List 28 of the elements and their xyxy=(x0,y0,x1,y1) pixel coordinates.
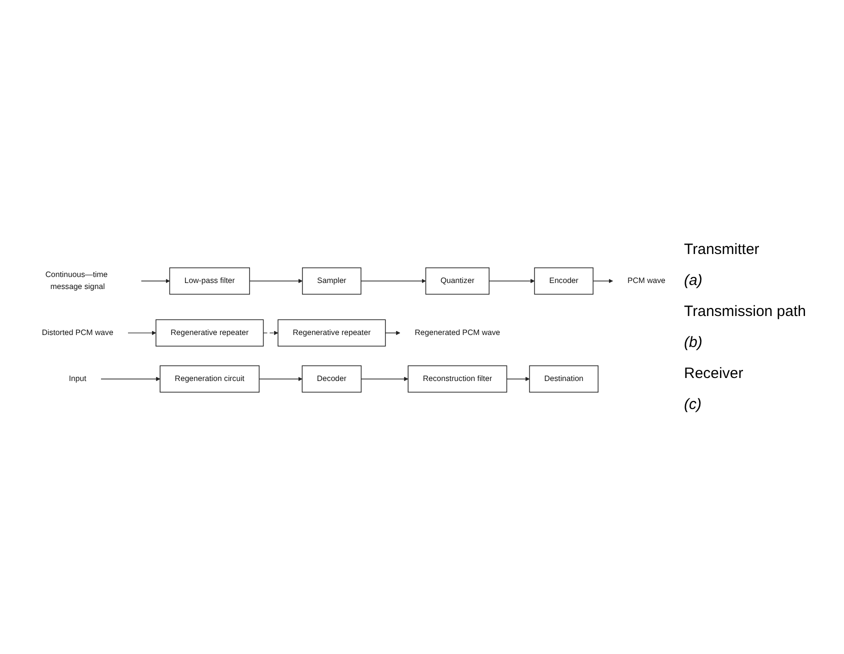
arrow xyxy=(488,278,535,284)
section-label: Transmission path xyxy=(684,303,807,320)
node-box xyxy=(302,267,362,295)
node-box xyxy=(529,365,598,392)
arrow xyxy=(592,278,613,284)
node-box xyxy=(425,267,490,295)
node-box xyxy=(408,365,508,392)
section-label: Receiver xyxy=(684,365,744,382)
node-box xyxy=(160,365,260,392)
arrow xyxy=(128,330,156,336)
arrow xyxy=(385,330,400,336)
node-box xyxy=(302,365,362,392)
panel-caption: (c) xyxy=(684,396,702,413)
arrow xyxy=(360,278,426,284)
arrow xyxy=(249,278,303,284)
arrow xyxy=(506,376,530,382)
arrow xyxy=(360,376,408,382)
arrow xyxy=(100,376,160,382)
section-label: Transmitter xyxy=(684,241,760,258)
panel-caption: (a) xyxy=(684,272,704,289)
node-box xyxy=(156,319,264,346)
panel-caption: (b) xyxy=(684,334,704,351)
arrow xyxy=(140,278,170,284)
node-box xyxy=(278,319,386,346)
node-box xyxy=(169,267,250,295)
arrow xyxy=(258,376,302,382)
node-box xyxy=(534,267,594,295)
arrow xyxy=(262,330,278,336)
